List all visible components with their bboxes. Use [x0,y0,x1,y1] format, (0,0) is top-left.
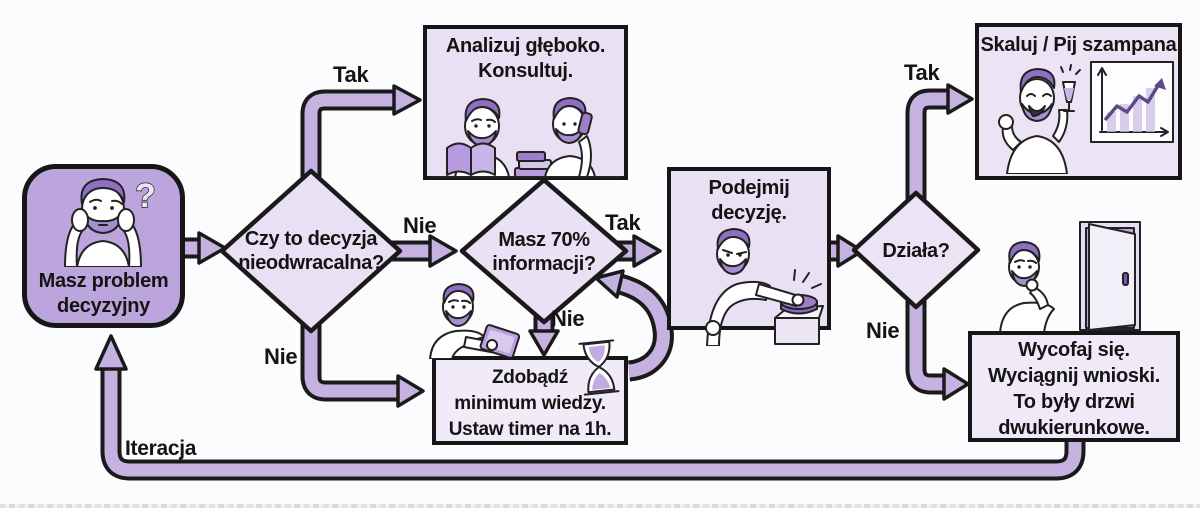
tablet-icon [479,324,521,359]
worried-man-illustration: ? [64,176,156,267]
scale-node: Skaluj / Pij szampana [975,23,1182,180]
edge-label-nie-retreat: Nie [866,318,900,343]
celebration-illustration [998,61,1174,174]
press-button-illustration [705,228,824,346]
question-mark-icon: ? [135,177,156,215]
edge-label-iteration: Iteracja [125,437,197,460]
edge-min-knowledge-loop-to-info70 [594,269,674,382]
min-knowledge-label: minimum wiedzy. [454,393,606,414]
open-door-icon [1079,221,1141,331]
analyze-node-label: Analizuj głęboko. [445,35,606,57]
reading-man-figure [446,98,510,178]
edge-irreversible-to-min-knowledge [300,316,425,408]
tablet-man-illustration [429,283,521,359]
edge-label-tak-decide: Tak [605,210,641,235]
edge-label-tak-scale: Tak [904,60,940,85]
edge-label-nie-info70: Nie [403,213,437,238]
deciding-man-figure [705,228,805,346]
start-node-label: decyzyjny [57,295,150,317]
edge-label-tak-analyze: Tak [333,62,369,87]
analyze-node: Analizuj głęboko. Konsultuj. [423,25,628,180]
pensive-man-and-door-illustration [999,221,1141,333]
reading-and-phone-illustration [430,97,621,178]
edge-irreversible-to-analyze [300,84,422,192]
phone-icon [577,111,593,136]
edge-works-to-retreat [905,296,970,401]
edge-works-to-scale [905,83,974,208]
decision-works-diamond [851,190,981,310]
retreat-node-label: Wyciągnij wnioski. [987,365,1161,387]
start-node: ? Masz problem decyzyjny [22,164,185,328]
edge-iteration-loop [94,334,1086,481]
open-book-icon [446,142,496,176]
edge-label-nie-info70-no: Nie [551,306,585,331]
edge-label-nie-min: Nie [264,344,298,369]
edge-start-to-irreversible [180,231,227,265]
retreat-node-label: To były drzwi [1013,391,1135,413]
pensive-man-figure [999,241,1055,333]
scale-node-label: Skaluj / Pij szampana [980,34,1177,56]
decision-irreversible-diamond [219,168,403,334]
decision-irreversible-label: Czy to decyzja nieodwracalna? [238,228,384,274]
decide-node-label: Podejmij decyzję. [708,177,790,224]
decision-info70-diamond [459,177,629,325]
champagne-glass-icon [1060,64,1081,112]
hourglass-icon [578,339,620,396]
growth-chart-icon [1090,61,1174,143]
happy-man-figure [998,64,1081,174]
paper-grain-strip [0,504,1200,508]
retreat-node-label: Wycofaj się. [1018,339,1130,361]
analyze-node-label: Konsultuj. [478,60,573,82]
phone-man-figure [544,97,596,178]
retreat-node: Wycofaj się. Wyciągnij wnioski. To były … [968,331,1180,442]
min-knowledge-node: Zdobądź minimum wiedzy. Ustaw timer na 1… [432,339,628,445]
retreat-node-label: dwukierunkowe. [998,417,1150,439]
min-knowledge-label: Ustaw timer na 1h. [448,419,612,440]
start-node-label: Masz problem [38,270,169,292]
decision-works-label: Działa? [882,240,950,262]
decision-info70-label: Masz 70% informacji? [492,229,596,275]
min-knowledge-label: Zdobądź [492,367,568,388]
decide-node: Podejmij decyzję. [667,167,831,346]
